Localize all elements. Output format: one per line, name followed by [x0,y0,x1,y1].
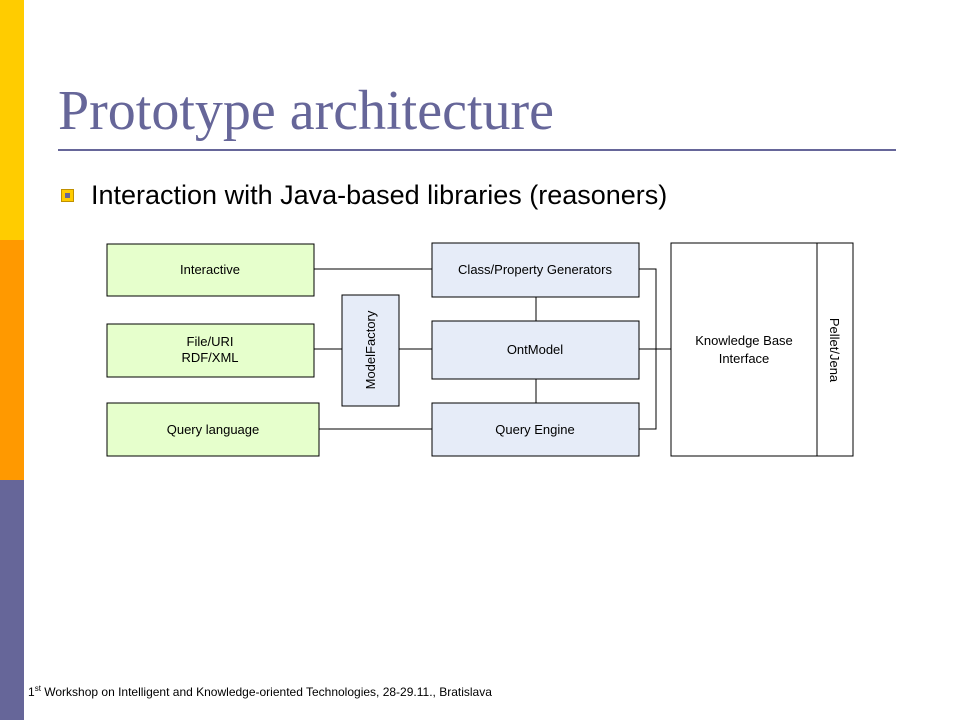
footer-text: Workshop on Intelligent and Knowledge-or… [40,685,492,699]
sidebar-purple-band [0,480,24,720]
box-ont-model: OntModel [431,320,640,380]
sidebar-orange-band [0,240,24,480]
box-class-property-generators: Class/Property Generators [431,242,640,298]
box-query-engine: Query Engine [431,402,640,457]
label-pellet-jena: Pellet/Jena [827,318,842,383]
footer-ordinal: 1 [28,685,35,699]
slide-title: Prototype architecture [58,80,555,142]
box-knowledge-base-interface: Knowledge Base Interface [670,242,818,457]
label-kb-line2: Interface [719,351,770,366]
label-ont-model: OntModel [507,342,563,357]
box-interactive: Interactive [106,243,315,297]
bullet-item: Interaction with Java-based libraries (r… [61,178,668,212]
label-interactive: Interactive [180,262,240,277]
sidebar-yellow-band [0,0,24,240]
label-model-factory: ModelFactory [363,310,378,389]
footer: 1st Workshop on Intelligent and Knowledg… [28,684,492,699]
bullet-text: Interaction with Java-based libraries (r… [91,179,668,210]
box-query-language: Query language [106,402,320,457]
box-pellet-jena: Pellet/Jena [816,242,854,457]
footer-ordinal-suffix: st [34,684,41,693]
label-query-language: Query language [167,422,260,437]
box-model-factory: ModelFactory [341,294,400,407]
connectors [314,268,671,430]
label-kb-line1: Knowledge Base [695,333,793,348]
title-divider [58,149,896,151]
square-bullet-icon [61,188,74,202]
label-file-uri: File/URI [187,334,234,349]
box-file-uri: File/URI RDF/XML [106,323,315,378]
label-class-property-generators: Class/Property Generators [458,262,612,277]
label-rdf-xml: RDF/XML [181,350,238,365]
label-query-engine: Query Engine [495,422,575,437]
